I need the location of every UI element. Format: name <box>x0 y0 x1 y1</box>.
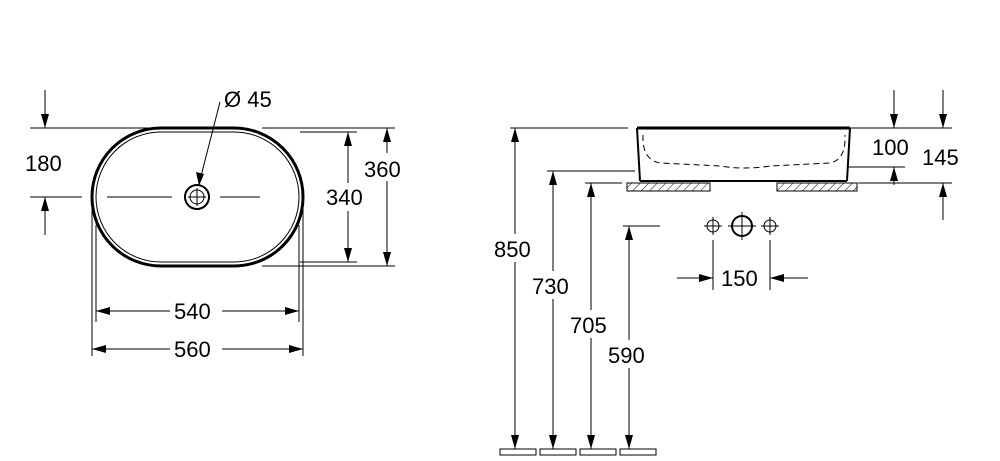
outer-depth-label: 360 <box>364 157 401 182</box>
countertop-hatch <box>626 182 858 192</box>
bottom-height-dimension <box>531 171 575 449</box>
basin-height-label: 100 <box>872 135 909 160</box>
width-dimensions <box>91 200 304 356</box>
total-height-label: 145 <box>922 145 959 170</box>
basin-inner-outline <box>95 131 300 263</box>
drain-hole <box>184 184 210 210</box>
rim-height-dimension <box>493 128 537 449</box>
bottom-height-label: 730 <box>532 274 569 299</box>
half-depth-label: 180 <box>25 151 62 176</box>
outer-width-label: 560 <box>174 337 211 362</box>
floor-markers <box>499 448 657 456</box>
hole-diameter-label: Ø 45 <box>224 87 272 112</box>
half-depth-dimension <box>30 90 160 235</box>
basin-outer-outline <box>90 126 305 268</box>
tap-spacing-dimension <box>677 240 808 290</box>
trap-height-label: 590 <box>608 343 645 368</box>
tap-spacing-label: 150 <box>721 266 758 291</box>
inner-depth-label: 340 <box>326 185 363 210</box>
drain-height-label: 705 <box>570 313 607 338</box>
drain-height-dimension <box>569 183 613 449</box>
depth-dimensions <box>262 127 412 267</box>
inner-width-label: 540 <box>174 299 211 324</box>
trap-height-dimension <box>607 226 651 449</box>
side-view: 850 730 705 590 <box>493 90 959 456</box>
basin-height-dimensions <box>848 90 952 220</box>
top-view: Ø 45 180 340 360 <box>25 87 412 362</box>
rim-height-label: 850 <box>494 237 531 262</box>
hole-leader-arrow <box>196 172 204 186</box>
basin-side-profile <box>636 126 851 182</box>
tap-holes <box>704 212 779 240</box>
hole-leader-line <box>199 101 221 181</box>
